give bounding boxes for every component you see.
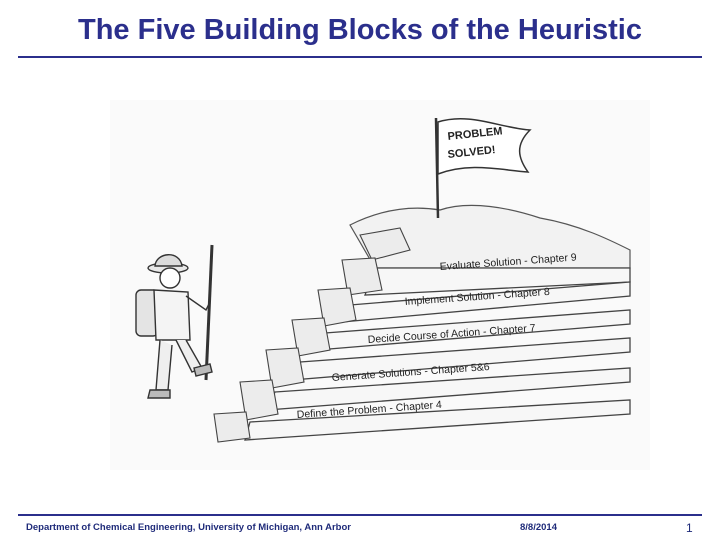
staircase-illustration: PROBLEM SOLVED! Evaluate Solution - Chap…	[110, 100, 650, 470]
title-divider	[18, 56, 702, 58]
carved-stairs	[213, 227, 411, 443]
footer-department: Department of Chemical Engineering, Univ…	[26, 522, 351, 533]
summit-rocks	[349, 204, 631, 269]
step-slabs	[244, 267, 631, 441]
walking-stick	[204, 244, 214, 381]
flag-text-line2: SOLVED!	[447, 144, 496, 161]
hiker-figure	[135, 244, 214, 399]
page-number: 1	[686, 521, 693, 535]
slide-title: The Five Building Blocks of the Heuristi…	[78, 14, 642, 46]
footer-divider	[18, 514, 702, 516]
flag-pole	[434, 117, 440, 219]
flag-text-line1: PROBLEM	[447, 125, 503, 143]
footer-date: 8/8/2014	[520, 522, 557, 533]
flag	[437, 118, 532, 176]
